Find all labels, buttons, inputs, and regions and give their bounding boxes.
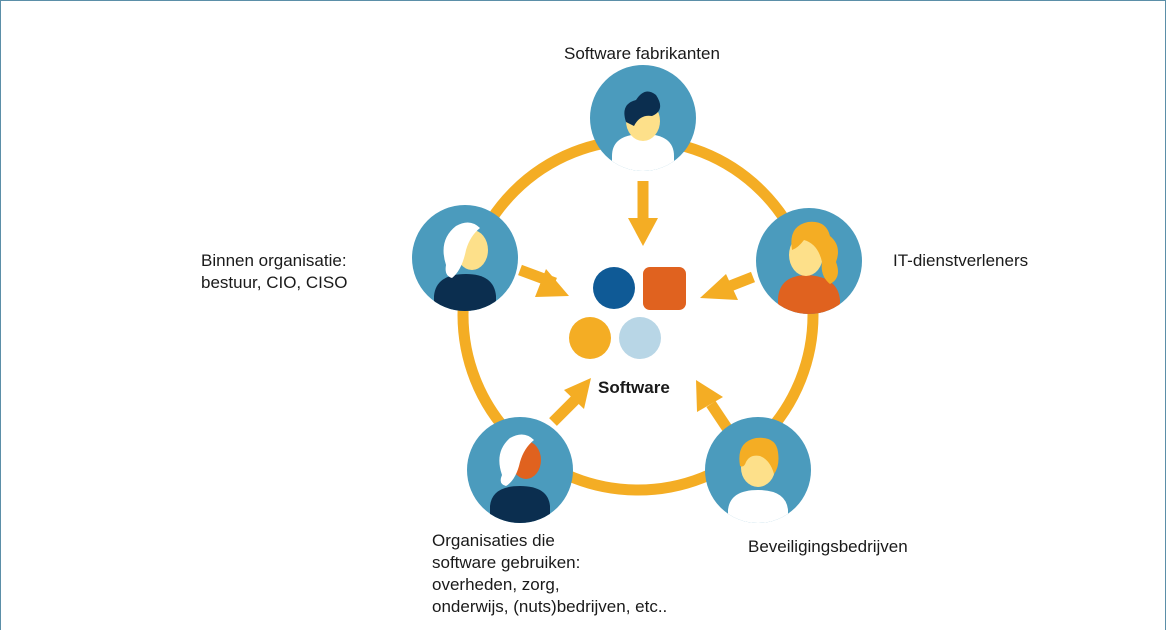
- arrow-from-bottom-right: [696, 380, 732, 432]
- label-organisaties: Organisaties die software gebruiken: ove…: [432, 530, 667, 618]
- arrow-from-right: [700, 271, 756, 300]
- center-lightblue-circle: [619, 317, 661, 359]
- label-beveiligingsbedrijven: Beveiligingsbedrijven: [748, 537, 908, 556]
- avatar-it-dienstverleners: [756, 208, 862, 314]
- center-yellow-circle: [569, 317, 611, 359]
- label-binnen-line-2: bestuur, CIO, CISO: [201, 273, 348, 292]
- label-software-center: Software: [598, 378, 670, 397]
- center-navy-circle: [593, 267, 635, 309]
- label-organisaties-line-1: Organisaties die: [432, 531, 555, 550]
- avatar-organisaties: [467, 417, 573, 523]
- center-orange-square: [643, 267, 686, 310]
- avatar-beveiligingsbedrijven: [705, 417, 811, 523]
- label-binnen-line-1: Binnen organisatie:: [201, 251, 347, 270]
- avatar-binnen-organisatie: [412, 205, 518, 311]
- label-it-dienstverleners: IT-dienstverleners: [893, 251, 1029, 270]
- label-software-fabrikanten: Software fabrikanten: [564, 44, 720, 63]
- label-organisaties-line-3: overheden, zorg,: [432, 575, 560, 594]
- arrow-from-top: [628, 181, 658, 246]
- label-binnen-organisatie: Binnen organisatie: bestuur, CIO, CISO: [201, 250, 347, 294]
- arrow-from-bottom-left: [549, 378, 591, 426]
- avatar-software-fabrikanten: [590, 65, 696, 171]
- arrow-from-left: [518, 264, 569, 297]
- label-organisaties-line-2: software gebruiken:: [432, 553, 581, 572]
- label-organisaties-line-4: onderwijs, (nuts)bedrijven, etc..: [432, 597, 668, 616]
